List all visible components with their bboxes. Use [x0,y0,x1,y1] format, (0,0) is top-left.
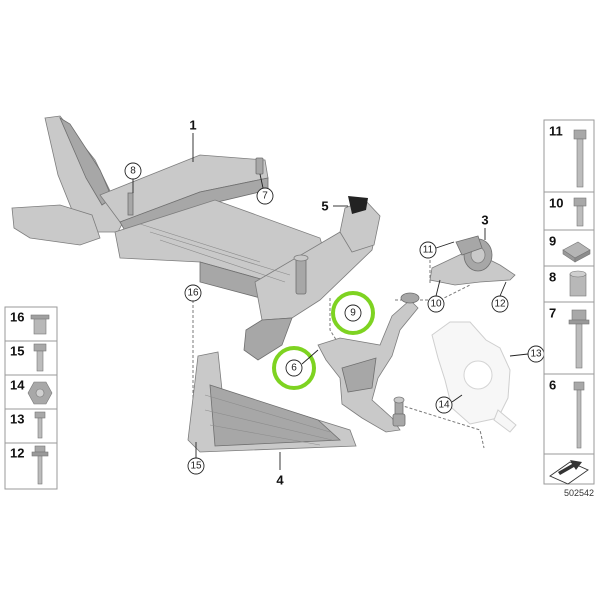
svg-text:3: 3 [481,213,488,228]
svg-text:13: 13 [10,412,24,427]
svg-text:7: 7 [262,191,268,202]
svg-text:8: 8 [130,166,136,177]
callout-5: 5 [321,196,368,214]
svg-text:5: 5 [321,199,328,214]
svg-text:9: 9 [350,308,356,319]
svg-text:16: 16 [10,310,24,325]
square-nut-icon [562,241,591,263]
right-legend: 11 10 9 8 7 6 [543,119,595,485]
svg-text:11: 11 [423,245,434,256]
bushing-icon [569,270,587,297]
svg-text:4: 4 [276,473,284,488]
leader-14-dashed [399,404,485,449]
exploded-view-icon [549,460,589,485]
callout-15: 15 [187,442,205,475]
svg-text:12: 12 [494,299,506,310]
callout-3: 3 [481,213,489,240]
svg-text:15: 15 [190,461,202,472]
callout-9-highlighted: 9 [331,291,375,335]
control-arm [317,292,420,433]
svg-text:15: 15 [10,344,24,359]
collar-bolt-icon [31,445,49,485]
hex-bolt-icon [568,309,590,369]
long-bolt-icon [573,129,587,188]
svg-text:6: 6 [291,363,297,374]
svg-text:8: 8 [549,270,556,285]
highlight-ring-9 [331,291,375,335]
callout-10: 10 [427,279,445,313]
leader-9-dashed [329,298,341,347]
callout-1: 1 [189,118,197,162]
svg-text:10: 10 [549,196,563,211]
reinforcement-plate [187,351,357,453]
callout-14: 14 [435,394,463,414]
screw-icon [34,411,46,439]
svg-text:14: 14 [438,400,450,411]
highlight-ring-6 [272,346,316,390]
callout-7: 7 [256,173,274,205]
long-screw-icon [573,381,585,449]
svg-text:7: 7 [549,306,556,321]
svg-text:12: 12 [10,446,24,461]
svg-text:1: 1 [189,118,196,133]
callout-4: 4 [276,452,284,488]
callout-16: 16 [184,284,202,302]
svg-text:11: 11 [549,124,563,139]
short-bolt-icon [573,197,587,227]
left-legend: 16 15 14 13 12 [4,306,58,490]
callout-8: 8 [124,162,142,193]
flange-bolt-icon [33,343,47,372]
svg-text:13: 13 [530,349,542,360]
svg-text:6: 6 [549,378,556,393]
svg-text:9: 9 [549,234,556,249]
hex-nut-icon [27,381,53,405]
callout-12: 12 [491,281,509,313]
callout-6-highlighted: 6 [272,346,319,390]
swivel-bearing-ghost [431,321,517,433]
callout-11: 11 [419,241,455,259]
svg-text:10: 10 [430,299,442,310]
rubber-mount [429,235,516,286]
diagram-reference-number: 502542 [564,488,594,498]
svg-text:16: 16 [187,288,199,299]
svg-text:14: 14 [10,378,25,393]
front-axle-carrier [11,115,381,361]
sleeve-nut-icon [30,314,50,335]
callout-13: 13 [509,345,545,363]
